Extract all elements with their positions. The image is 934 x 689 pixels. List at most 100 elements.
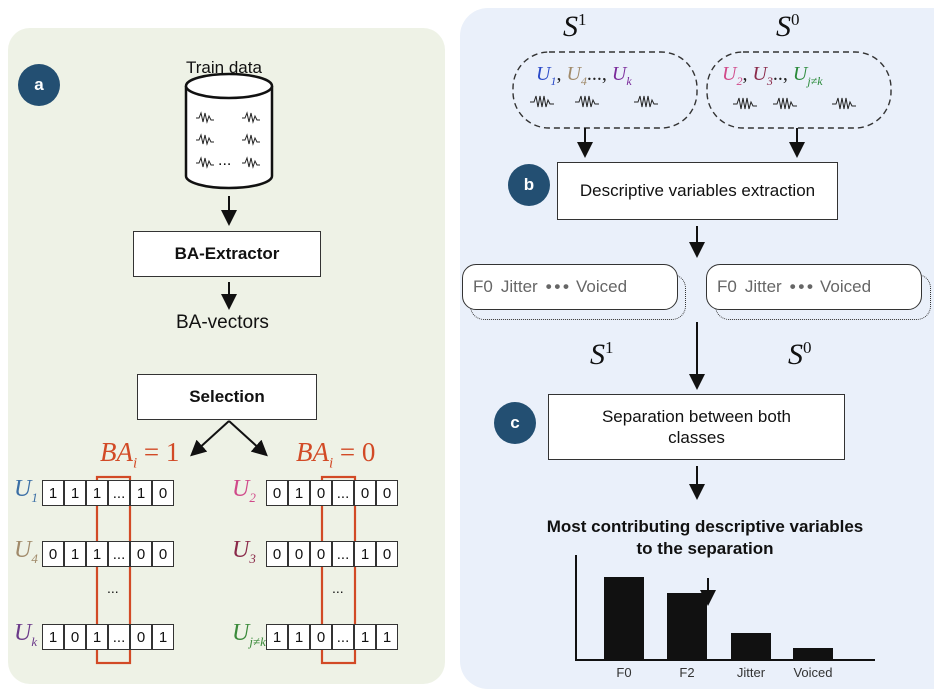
tick-label: F2	[679, 665, 695, 680]
database-icon	[184, 72, 274, 190]
set0-bubble	[706, 51, 892, 129]
selection-box: Selection	[137, 374, 317, 420]
row-label: U4	[14, 537, 38, 566]
matrix-cell: 0	[130, 624, 152, 650]
train-data-label: Train data	[186, 58, 262, 77]
bar-jitter	[731, 632, 771, 659]
arrows-b	[577, 128, 805, 606]
feature-dots: • • •	[545, 277, 569, 296]
matrix-cell: 0	[152, 541, 174, 567]
vdots-1: ...	[107, 580, 119, 596]
matrix-cell: ...	[108, 624, 130, 650]
tick-label: Jitter	[736, 665, 766, 680]
s0-top: S0	[776, 10, 800, 43]
feature-jitter: Jitter	[744, 277, 782, 296]
matrix-cell: 1	[354, 541, 376, 567]
ba-extractor-box: BA-Extractor	[133, 231, 321, 277]
tick-label: F0	[616, 665, 632, 680]
set-member: U2	[722, 63, 743, 88]
feature-f0: F0	[473, 277, 493, 296]
feature-dots: • • •	[789, 277, 813, 296]
badge-b: b	[508, 164, 550, 206]
s1-mid: S1	[590, 338, 614, 371]
matrix-cell: 0	[376, 541, 398, 567]
matrix-cell: 1	[288, 480, 310, 506]
matrix-cell: ...	[332, 541, 354, 567]
feature-set-2: F0 Jitter • • • Voiced	[706, 264, 922, 310]
feature-voiced: Voiced	[576, 277, 628, 296]
extraction-box: Descriptive variables extraction	[557, 162, 838, 220]
matrix-cell: ...	[332, 480, 354, 506]
matrix-cell: 0	[354, 480, 376, 506]
set-member: Uj≠k	[792, 63, 823, 88]
feature-voiced: Voiced	[820, 277, 872, 296]
matrix-cell: 0	[310, 541, 332, 567]
y-axis	[575, 555, 577, 661]
contribution-chart: F0 F2 Jitter Voiced	[575, 555, 875, 680]
matrix-cell: 1	[42, 624, 64, 650]
matrix-cell: 0	[64, 624, 86, 650]
matrix-cell: 0	[130, 541, 152, 567]
matrix-cell: 0	[376, 480, 398, 506]
matrix-cell: ...	[108, 541, 130, 567]
matrix-cell: 1	[152, 624, 174, 650]
feature-jitter: Jitter	[500, 277, 538, 296]
row-label: U3	[232, 537, 256, 566]
matrix-cell: 0	[310, 624, 332, 650]
set1-members: U1, U4..., Uk	[536, 63, 632, 88]
badge-c: c	[494, 402, 536, 444]
set-member: Uk	[611, 63, 632, 88]
most-contributing-title: Most contributing descriptive variables …	[546, 517, 864, 558]
group1-title: BAi = 1	[100, 437, 180, 472]
group0-title: BAi = 0	[296, 437, 376, 472]
row-label: U2	[232, 476, 256, 505]
bar-f2	[667, 593, 707, 659]
database-ellipsis: ...	[218, 152, 232, 169]
set0-members: U2, U3.., Uj≠k	[722, 63, 823, 88]
waveform-icons	[196, 111, 260, 169]
matrix-cell: 0	[266, 541, 288, 567]
s1-top: S1	[563, 10, 587, 43]
matrix-cell: ...	[108, 480, 130, 506]
vdots-0: ...	[332, 580, 344, 596]
separation-box: Separation between both classes	[548, 394, 845, 460]
matrix-cell: 0	[152, 480, 174, 506]
feature-set-1: F0 Jitter • • • Voiced	[462, 264, 678, 310]
speech-waveforms	[530, 95, 856, 110]
tick-label: Voiced	[793, 665, 833, 680]
matrix-cell: 1	[86, 624, 108, 650]
set-member: U4	[566, 63, 587, 88]
selection-frame-0	[320, 475, 357, 665]
selection-frame-1	[95, 475, 132, 665]
x-axis	[575, 659, 875, 661]
row-label: U1	[14, 476, 38, 505]
set1-bubble	[512, 51, 698, 129]
matrix-cell: 1	[64, 480, 86, 506]
matrix-cell: 0	[42, 541, 64, 567]
matrix-cell: 0	[266, 480, 288, 506]
matrix-cell: 1	[86, 480, 108, 506]
matrix-cell: 1	[288, 624, 310, 650]
arrows-a	[190, 196, 268, 457]
matrix-cell: 0	[310, 480, 332, 506]
matrix-cell: 1	[266, 624, 288, 650]
matrix-cell: 1	[130, 480, 152, 506]
feature-f0: F0	[717, 277, 737, 296]
matrix-cell: 1	[42, 480, 64, 506]
matrix-cell: 1	[86, 541, 108, 567]
bar-voiced	[793, 647, 833, 659]
bar-f0	[604, 577, 644, 659]
s0-mid: S0	[788, 338, 812, 371]
badge-a: a	[18, 64, 60, 106]
matrix-cell: 1	[376, 624, 398, 650]
row-label: Uj≠k	[232, 620, 266, 649]
set-member: U1	[536, 63, 557, 88]
matrix-cell: 0	[288, 541, 310, 567]
matrix-cell: 1	[64, 541, 86, 567]
matrix-cell: 1	[354, 624, 376, 650]
row-label: Uk	[14, 620, 38, 649]
set-member: U3	[752, 63, 773, 88]
ba-vectors-label: BA-vectors	[176, 312, 269, 333]
